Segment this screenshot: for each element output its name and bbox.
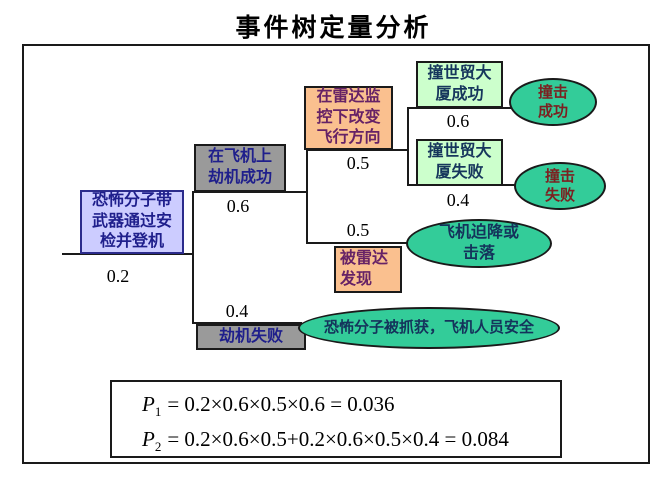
- connector-line-root: [62, 253, 193, 255]
- node-radar-detected-label: 被雷达发现: [340, 249, 389, 288]
- formula-p1-expr: = 0.2×0.6×0.5×0.6 = 0.036: [167, 392, 395, 416]
- node-change-course: 在雷达监控下改变飞行方向: [304, 86, 393, 150]
- prob-root: 0.2: [106, 266, 130, 286]
- connector-radar-detected: [306, 242, 410, 244]
- formula-box: P1= 0.2×0.6×0.5×0.6 = 0.036 P2= 0.2×0.6×…: [110, 380, 562, 458]
- node-hijack-fail: 劫机失败: [196, 324, 306, 350]
- connector-hijack-fail: [192, 322, 302, 324]
- node-hijack-fail-label: 劫机失败: [218, 327, 283, 345]
- node-hijack-success-label: 在飞机上劫机成功: [207, 148, 272, 186]
- node-radar-detected: 被雷达发现: [334, 246, 402, 293]
- node-hit-wtc-fail: 撞世贸大厦失败: [416, 139, 503, 186]
- formula-p2: P2 = 0.2×0.6×0.5+0.2×0.6×0.5×0.4 = 0.084: [142, 422, 560, 457]
- connector-branch-2: [306, 149, 308, 244]
- page-title: 事件树定量分析: [235, 14, 432, 42]
- connector-branch-1: [192, 191, 194, 324]
- outcome-captured: 恐怖分子被抓获，飞机人员安全: [298, 307, 560, 349]
- outcome-impact-success-label: 撞击成功: [537, 83, 568, 121]
- connector-branch-3: [407, 107, 409, 186]
- node-change-course-label: 在雷达监控下改变飞行方向: [316, 87, 381, 147]
- node-hit-wtc-fail-label: 撞世贸大厦失败: [427, 142, 492, 181]
- formula-p2-sub: 2: [154, 439, 162, 455]
- node-root-event-label: 恐怖分子带武器通过安检并登机: [91, 191, 172, 251]
- outcome-impact-success: 撞击成功: [509, 78, 597, 126]
- connector-change-course: [306, 149, 409, 151]
- node-hit-wtc-success-label: 撞世贸大厦成功: [427, 64, 492, 103]
- formula-p2-expr: = 0.2×0.6×0.5+0.2×0.6×0.5×0.4 = 0.084: [167, 427, 509, 451]
- prob-change-course: 0.5: [346, 153, 370, 173]
- node-hit-wtc-success: 撞世贸大厦成功: [416, 61, 503, 108]
- connector-hit-success: [407, 107, 513, 109]
- prob-hit-wtc-fail: 0.4: [446, 190, 470, 210]
- prob-hit-wtc-success: 0.6: [446, 111, 470, 131]
- outcome-impact-fail-label: 撞击失败: [544, 167, 575, 205]
- outcome-captured-label: 恐怖分子被抓获，飞机人员安全: [323, 319, 534, 337]
- outcome-forced-landing: 飞机迫降或击落: [406, 219, 552, 268]
- prob-radar-detected: 0.5: [346, 220, 370, 240]
- connector-hijack-success: [192, 191, 308, 193]
- prob-hijack-success: 0.6: [226, 196, 250, 216]
- node-hijack-success: 在飞机上劫机成功: [194, 144, 286, 192]
- outcome-impact-fail: 撞击失败: [514, 162, 606, 210]
- prob-hijack-fail: 0.4: [225, 301, 249, 321]
- node-root-event: 恐怖分子带武器通过安检并登机: [80, 190, 184, 254]
- formula-p1-symbol: P: [142, 392, 155, 416]
- outcome-forced-landing-label: 飞机迫降或击落: [438, 223, 519, 262]
- formula-p2-symbol: P: [142, 427, 155, 451]
- formula-p1: P1 = 0.2×0.6×0.5×0.6 = 0.036: [142, 387, 560, 422]
- formula-p1-sub: 1: [154, 404, 162, 420]
